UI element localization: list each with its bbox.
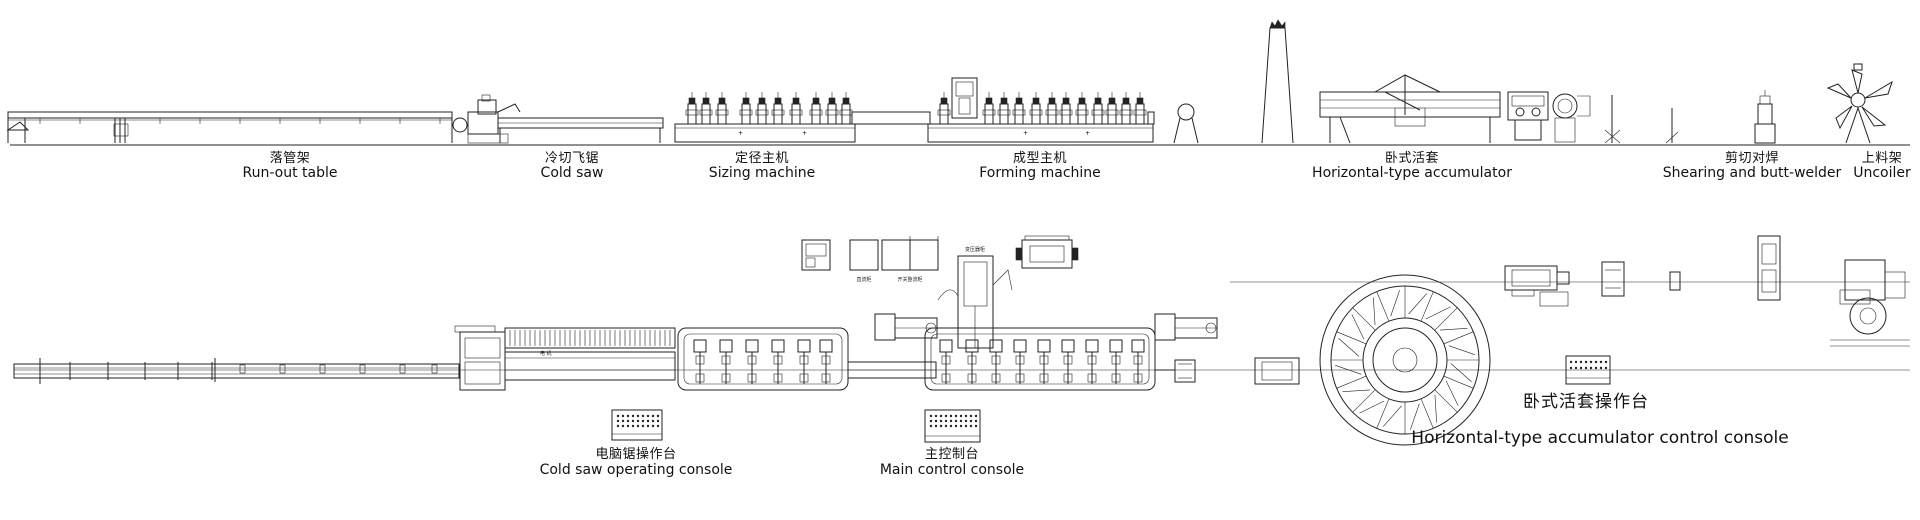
svg-text:电 机: 电 机 (540, 350, 552, 357)
transformer-label: 变压器柜 (964, 247, 986, 253)
main-console-en: Main control console (879, 462, 1025, 478)
uncoiler-plan (1830, 259, 1910, 347)
sizing-machine-elevation: + + (674, 123, 856, 143)
forming-plan-stands (939, 339, 1145, 384)
sizing-drive-motor (874, 313, 938, 341)
sizing-en: Sizing machine (708, 165, 816, 181)
main-console-cn: 主控制台 (924, 447, 980, 462)
run-out-table-cn: 落管架 (269, 151, 311, 166)
forming-en: Forming machine (979, 165, 1101, 181)
plan-centerline (14, 281, 1910, 371)
sizing-machine-plan (677, 327, 937, 391)
main-console-icon (924, 409, 981, 443)
cold-saw-elevation (452, 94, 664, 144)
accumulator-en: Horizontal-type accumulator (1312, 165, 1512, 181)
cold-saw-rack (504, 330, 671, 346)
shearing-en: Shearing and butt-welder (1662, 165, 1842, 181)
sizing-roll-stands (685, 92, 853, 125)
shear-plan (1601, 261, 1625, 297)
forming-drive-motor (1154, 313, 1218, 341)
run-out-table-plan (13, 358, 460, 384)
forming-cn: 成型主机 (1012, 151, 1068, 166)
cold-saw-console-en: Cold saw operating console (539, 462, 733, 478)
dust-tower (1261, 19, 1294, 144)
forming-machine-plan (924, 327, 1175, 391)
shear-welder-elevation (1604, 90, 1776, 144)
accumulator-elevation (1319, 74, 1501, 144)
uncoiler-en: Uncoiler (1853, 165, 1911, 181)
guide-pulley-stand (1173, 103, 1199, 144)
accumulator-console-en: Horizontal-type accumulator control cons… (1411, 428, 1789, 448)
run-out-table-en: Run-out table (242, 165, 338, 181)
forming-roll-stands (937, 92, 1147, 125)
transformer-column (937, 255, 1013, 349)
run-out-table-elevation (6, 111, 453, 143)
cabinet2-label: 开关整流柜 (897, 277, 923, 283)
welder-plan (1669, 235, 1781, 301)
cold-saw-cn: 冷切飞锯 (544, 151, 600, 166)
accumulator-console-cn: 卧式活套操作台 (1523, 392, 1649, 412)
cabinet1-label: 直流柜 (856, 277, 872, 283)
forming-machine-elevation: + + (851, 77, 1155, 143)
svg-text:+: + (1023, 130, 1028, 137)
svg-text:+: + (1085, 130, 1090, 137)
leveler-plan (1504, 265, 1570, 307)
guide-stand-1 (1174, 359, 1196, 383)
accumulator-cn: 卧式活套 (1384, 151, 1440, 166)
cold-saw-en: Cold saw (540, 165, 604, 181)
cold-saw-console-icon (611, 409, 663, 441)
electrical-cabinets (801, 236, 939, 271)
guide-stand-2 (1254, 357, 1300, 385)
leveler-elevation (1507, 91, 1591, 143)
uncoiler-elevation (1826, 63, 1893, 144)
shearing-cn: 剪切对焊 (1724, 151, 1780, 166)
accumulator-segments (1331, 286, 1479, 434)
cold-saw-console-cn: 电脑锯操作台 (595, 447, 677, 462)
uncoiler-cn: 上料架 (1861, 151, 1903, 166)
sizing-plan-stands (693, 339, 833, 384)
svg-text:+: + (738, 130, 743, 137)
accumulator-console-icon (1565, 355, 1611, 385)
control-cabinet-top (1015, 235, 1079, 269)
sizing-cn: 定径主机 (734, 151, 790, 166)
svg-text:+: + (802, 130, 807, 137)
